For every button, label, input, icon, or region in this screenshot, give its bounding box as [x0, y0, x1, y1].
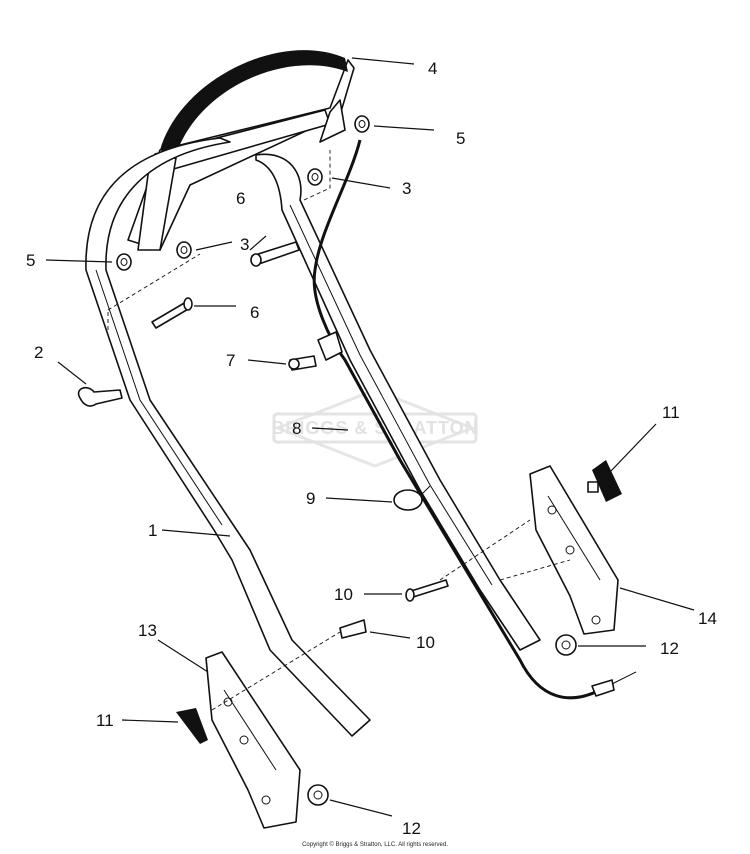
callout-13: 13	[138, 621, 157, 640]
callout-3b: 3	[402, 179, 411, 198]
callout-11b: 11	[96, 711, 114, 730]
cable-tie	[393, 485, 431, 511]
callout-14: 14	[698, 609, 717, 628]
callout-10a: 10	[334, 585, 353, 604]
callout-5a: 5	[26, 251, 35, 270]
copyright-notice: Copyright © Briggs & Stratton, LLC. All …	[302, 842, 448, 848]
callout-4: 4	[428, 59, 437, 78]
hairpin-clip	[77, 386, 123, 407]
flange-nuts	[307, 634, 577, 806]
callout-2: 2	[34, 343, 43, 362]
callout-leaders	[45, 57, 695, 817]
callout-6a: 6	[236, 189, 245, 208]
handle-bar-right	[255, 153, 541, 651]
callout-12a: 12	[660, 639, 679, 658]
assembly-lines	[107, 150, 571, 711]
watermark-text: BRIGGS & STRATTON	[271, 418, 478, 438]
callout-11a: 11	[662, 403, 680, 422]
knobs	[176, 460, 622, 744]
bolts	[151, 241, 300, 329]
callout-5b: 5	[456, 129, 465, 148]
callout-labels: 1 2 3 3 4 5 5 6 6 7 8 9 10 10 11 11 12 1…	[26, 59, 717, 838]
callout-7: 7	[226, 351, 235, 370]
handle-bar-left	[85, 137, 371, 737]
control-cable	[312, 139, 637, 700]
callout-10b: 10	[416, 633, 435, 652]
carriage-bolts	[339, 579, 449, 639]
watermark-logo: BRIGGS & STRATTON	[271, 388, 478, 468]
callout-9: 9	[306, 489, 315, 508]
callout-1: 1	[148, 521, 157, 540]
handle-bracket-left	[205, 651, 301, 829]
handle-bracket-right	[529, 465, 619, 635]
callout-3a: 3	[240, 235, 249, 254]
callout-6b: 6	[250, 303, 259, 322]
upper-handle	[127, 50, 355, 251]
cable-guide	[288, 331, 343, 371]
callout-8: 8	[292, 419, 301, 438]
callout-12b: 12	[402, 819, 421, 838]
washers-and-nuts	[116, 115, 370, 271]
